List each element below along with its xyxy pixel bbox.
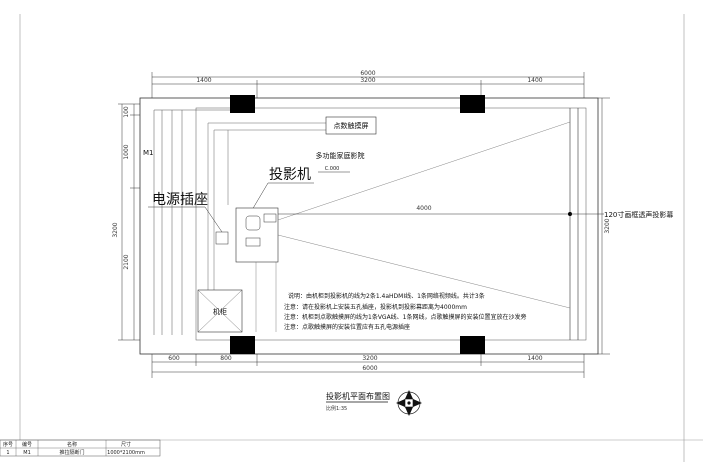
table-cell: 推拉隔断门 — [59, 449, 84, 456]
table-header: 序号 — [3, 441, 13, 448]
table-cell: 1000*2100mm — [107, 450, 145, 456]
table-cell: M1 — [23, 450, 31, 456]
screen-label: 120寸画框透声投影幕 — [604, 210, 673, 219]
touch-screen-label: 点数触摸屏 — [334, 121, 369, 130]
note-line-1: 说明：由机柜到投影机的线为2条1.4aHDMI线、1条网络视频线。共计3条 — [288, 292, 485, 300]
note-line-3: 注意：机柜到点歌触摸屏的线为1条VGA线、1条网线，点歌触摸屏的安装位置宜放在沙… — [284, 313, 527, 321]
room-label: 多功能家庭影院 — [316, 151, 365, 160]
pillar — [460, 95, 485, 113]
note-line-4: 注意：点歌触摸屏的安装位置应有五孔电源插座 — [284, 323, 410, 331]
dim-top-total: 6000 — [360, 70, 375, 77]
cabinet-label: 机柜 — [213, 307, 227, 316]
pillar — [230, 95, 255, 113]
pillar — [460, 336, 485, 354]
dim-top-left: 1400 — [196, 77, 211, 84]
table-header: 尺寸 — [121, 441, 131, 448]
dim-left-total: 3200 — [112, 222, 119, 237]
projector-body — [235, 207, 279, 263]
dim-top-right: 1400 — [527, 77, 542, 84]
dim-bottom-total: 6000 — [362, 365, 377, 372]
table-header: 名称 — [67, 441, 77, 448]
drawing-title: 投影机平面布置图 — [326, 391, 390, 401]
dim-bottom-right: 1400 — [527, 355, 542, 362]
dim-top-mid: 3200 — [360, 77, 375, 84]
table-cell: 1 — [6, 450, 9, 456]
touch-screen-box — [325, 116, 377, 135]
elevation-label: C.000 — [325, 166, 340, 172]
dim-bottom-left2: 800 — [220, 355, 232, 362]
dim-left-c: 2100 — [123, 254, 130, 269]
dim-left-b: 1000 — [123, 144, 130, 159]
drawing-scale: 比例1:35 — [326, 405, 347, 412]
socket-label: 电源插座 — [152, 192, 208, 208]
dim-bottom-left1: 600 — [168, 355, 180, 362]
table-header: 编号 — [22, 441, 32, 448]
throw-distance: 4000 — [416, 205, 431, 212]
dim-right-total: 3200 — [604, 218, 611, 233]
door-schedule-table: 序号 编号 名称 尺寸 1 M1 推拉隔断门 1000*2100mm — [0, 439, 161, 457]
dim-left-a: 100 — [123, 106, 130, 118]
dim-bottom-mid: 3200 — [362, 355, 377, 362]
note-line-2: 注意：请在投影机上安装五孔插座，投影机到投影幕距离为4000mm — [284, 303, 467, 311]
projector-label: 投影机 — [269, 167, 311, 183]
pillar — [230, 336, 255, 354]
door-label-m1: M1 — [143, 149, 154, 157]
compass-icon — [396, 390, 422, 416]
socket-icon — [215, 231, 229, 245]
